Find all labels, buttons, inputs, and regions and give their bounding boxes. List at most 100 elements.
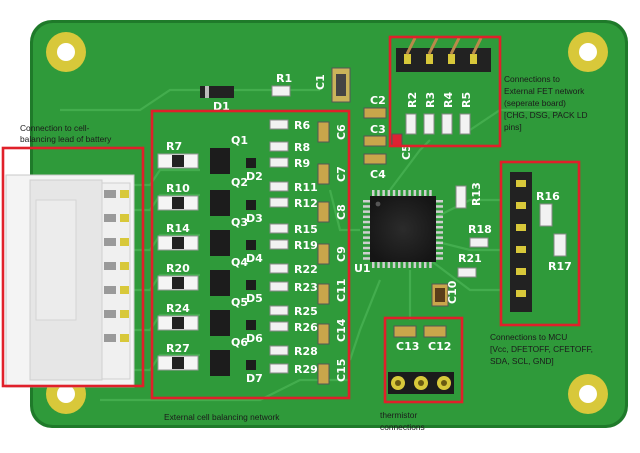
annotation-mcu-line1: Connections to MCU bbox=[490, 332, 567, 342]
label-balancing-resistor: R27 bbox=[166, 342, 190, 355]
box-balancing-network bbox=[150, 109, 351, 400]
label-balancing-resistor: R10 bbox=[166, 182, 190, 195]
annotation-fet-line1: Connections to bbox=[504, 74, 560, 84]
ic-pin bbox=[363, 252, 370, 255]
transistor bbox=[210, 270, 230, 296]
label-diode: D4 bbox=[246, 252, 263, 265]
ic-pin bbox=[424, 261, 427, 268]
ic-u1 bbox=[363, 190, 443, 268]
ic-pin bbox=[418, 190, 422, 197]
annotation-fet-line3: (seperate board) bbox=[504, 98, 566, 108]
label-small-resistor: R25 bbox=[294, 305, 318, 318]
label-small-resistor: R12 bbox=[294, 197, 318, 210]
label-diode: D6 bbox=[246, 332, 263, 345]
label-small-resistor: R6 bbox=[294, 119, 310, 132]
ic-pin bbox=[392, 190, 396, 197]
ic-pin bbox=[436, 257, 443, 260]
diode bbox=[246, 280, 256, 290]
transistors bbox=[210, 148, 230, 376]
label-small-resistor: R9 bbox=[294, 157, 310, 170]
label-r4: R4 bbox=[442, 92, 455, 108]
label-capacitor: C9 bbox=[335, 246, 348, 262]
label-r1: R1 bbox=[276, 72, 292, 85]
label-transistor: Q6 bbox=[231, 336, 248, 349]
label-small-resistor: R19 bbox=[294, 239, 318, 252]
small-resistor bbox=[269, 263, 289, 274]
label-c1: C1 bbox=[314, 74, 327, 90]
label-diode: D7 bbox=[246, 372, 263, 385]
cell-balancing-connector bbox=[5, 174, 135, 388]
capacitor-stack bbox=[363, 107, 403, 165]
diode bbox=[246, 240, 256, 250]
ic-pin bbox=[363, 246, 370, 250]
capacitor bbox=[317, 121, 330, 143]
label-transistor: Q4 bbox=[231, 256, 248, 269]
transistor bbox=[210, 350, 230, 376]
resistor-r17 bbox=[553, 233, 567, 257]
label-transistor: Q1 bbox=[231, 134, 248, 147]
capacitor bbox=[317, 201, 330, 223]
resistor-body bbox=[172, 357, 184, 369]
resistor-r16 bbox=[539, 203, 553, 227]
ic-pin bbox=[363, 210, 370, 213]
label-c13: C13 bbox=[396, 340, 419, 353]
ic-pin bbox=[363, 241, 370, 245]
ic-pin bbox=[436, 252, 443, 255]
capacitor bbox=[317, 243, 330, 265]
ic-pin bbox=[413, 190, 417, 197]
label-r3: R3 bbox=[424, 92, 437, 108]
highlight-boxes bbox=[1, 35, 581, 404]
label-transistor: Q2 bbox=[231, 176, 248, 189]
mounting-holes bbox=[46, 32, 608, 414]
annotation-balancing-network: External cell balancing network bbox=[164, 412, 280, 422]
small-resistor bbox=[269, 345, 289, 356]
label-balancing-resistor: R7 bbox=[166, 140, 182, 153]
ic-pin bbox=[398, 190, 401, 197]
small-resistor bbox=[269, 239, 289, 250]
annotation-mcu-line2: [Vcc, DFETOFF, CFETOFF, bbox=[490, 344, 593, 354]
label-capacitor: C8 bbox=[335, 204, 348, 220]
label-r18: R18 bbox=[468, 223, 492, 236]
transistor bbox=[210, 230, 230, 256]
transistor bbox=[210, 148, 230, 174]
ic-pin bbox=[363, 236, 370, 239]
label-c2: C2 bbox=[370, 94, 386, 107]
label-r2: R2 bbox=[406, 92, 419, 108]
small-resistor bbox=[269, 305, 289, 316]
annotation-thermistor-line2: connections bbox=[380, 422, 425, 432]
capacitor bbox=[317, 323, 330, 345]
label-c3: C3 bbox=[370, 123, 386, 136]
capacitors bbox=[317, 121, 330, 385]
label-r5: R5 bbox=[460, 92, 473, 108]
balancing-resistors bbox=[157, 153, 199, 371]
fet-resistors bbox=[405, 113, 471, 135]
ic-pin bbox=[387, 190, 391, 197]
ic-pin bbox=[403, 190, 406, 197]
box-thermistor bbox=[383, 316, 464, 404]
label-transistor: Q3 bbox=[231, 216, 248, 229]
label-r16: R16 bbox=[536, 190, 560, 203]
ic-pin bbox=[424, 190, 427, 197]
annotation-mcu-line3: SDA, SCL, GND] bbox=[490, 356, 554, 366]
ic-pin bbox=[363, 257, 370, 260]
label-balancing-resistor: R14 bbox=[166, 222, 190, 235]
label-small-resistor: R15 bbox=[294, 223, 318, 236]
label-diode: D3 bbox=[246, 212, 263, 225]
ic-pin bbox=[363, 231, 370, 234]
silkscreen-labels: R1 D1 C1 C2 C3 C4 C5 R2 R3 R4 R5 U1 R13 … bbox=[213, 72, 572, 353]
box-fet-network bbox=[388, 35, 502, 148]
label-capacitor: C14 bbox=[335, 318, 348, 342]
label-capacitor: C11 bbox=[335, 279, 348, 302]
resistor-body bbox=[172, 155, 184, 167]
label-small-resistor: R8 bbox=[294, 141, 310, 154]
ic-pin bbox=[436, 226, 443, 229]
label-small-resistor: R22 bbox=[294, 263, 318, 276]
capacitor bbox=[317, 363, 330, 385]
label-c4: C4 bbox=[370, 168, 386, 181]
resistor-r21 bbox=[457, 267, 477, 278]
label-capacitor: C6 bbox=[335, 124, 348, 140]
small-resistor bbox=[269, 119, 289, 130]
resistor-body bbox=[172, 197, 184, 209]
label-transistor: Q5 bbox=[231, 296, 248, 309]
mcu-header bbox=[510, 172, 532, 312]
